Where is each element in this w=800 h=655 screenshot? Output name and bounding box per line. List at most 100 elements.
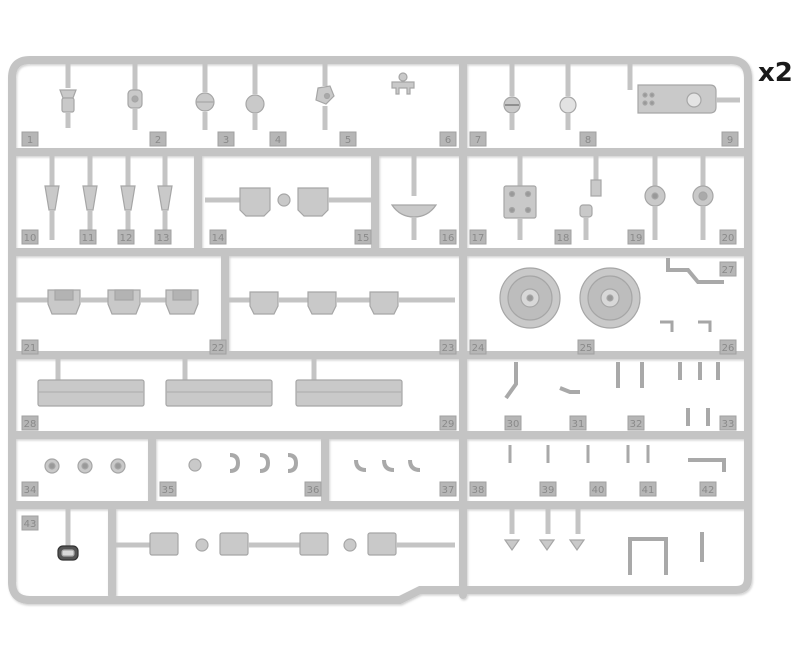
part-number-label: 2 (155, 135, 161, 146)
part-number-tab (269, 131, 287, 147)
part-number-label: 21 (24, 343, 37, 354)
part-number-label: 28 (24, 419, 37, 430)
part-number-tab (469, 481, 487, 497)
part-number-label: 27 (722, 265, 735, 276)
part-number-tab (577, 339, 595, 355)
part-number-tab (304, 481, 322, 497)
part-6 (391, 72, 415, 95)
part-12 (205, 187, 372, 217)
part-number-label: 22 (212, 343, 225, 354)
part-29 (188, 453, 299, 473)
part-number-label: 32 (630, 419, 643, 430)
part-16 (644, 155, 666, 240)
part-number-label: 8 (585, 135, 591, 146)
part-number-tab (439, 131, 457, 147)
part-number-tab (21, 339, 39, 355)
part-19 (228, 291, 455, 315)
part-number-label: 23 (442, 343, 455, 354)
part-22 (660, 320, 712, 332)
part-25 (504, 362, 580, 400)
sprue-frame (8, 56, 752, 604)
part-number-tab (21, 415, 39, 431)
part-33 (115, 532, 455, 556)
part-1 (59, 62, 77, 128)
part-number-label: 42 (702, 485, 715, 496)
part-number-tab (719, 229, 737, 245)
part-number-tab (149, 131, 167, 147)
part-2 (127, 62, 143, 130)
part-number-label: 16 (442, 233, 455, 244)
part-27 (686, 408, 710, 426)
part-number-tab (721, 131, 739, 147)
part-number-label: 18 (557, 233, 570, 244)
part-number-label: 39 (542, 485, 555, 496)
part-number-tab (627, 415, 645, 431)
part-24 (37, 358, 403, 407)
part-number-label: 25 (580, 343, 593, 354)
part-18 (15, 289, 199, 315)
part-17 (692, 155, 714, 240)
part-number-label: 3 (223, 135, 229, 146)
part-number-tab (354, 229, 372, 245)
part-number-tab (79, 229, 97, 245)
part-number-tab (699, 481, 717, 497)
part-number-label: 34 (24, 485, 37, 496)
part-number-tab (554, 229, 572, 245)
part-number-tab (154, 229, 172, 245)
part-30 (354, 459, 421, 472)
part-number-label: 4 (275, 135, 281, 146)
part-number-label: 10 (24, 233, 37, 244)
part-number-label: 29 (442, 419, 455, 430)
part-number-label: 6 (445, 135, 451, 146)
part-number-tab (469, 229, 487, 245)
part-number-label: 14 (212, 233, 225, 244)
part-32 (57, 508, 79, 561)
part-number-label: 24 (472, 343, 485, 354)
part-11-b (120, 155, 136, 240)
part-number-label: 12 (120, 233, 133, 244)
part-35 (628, 532, 704, 575)
part-number-tab (217, 131, 235, 147)
part-28 (44, 458, 126, 474)
part-number-tab (117, 229, 135, 245)
part-34 (503, 508, 586, 552)
part-number-label: 13 (157, 233, 170, 244)
part-number-label: 15 (357, 233, 370, 244)
part-15 (579, 155, 602, 240)
part-number-tab (439, 339, 457, 355)
part-number-tab (469, 131, 487, 147)
part-number-tab (589, 481, 607, 497)
part-number-label: 40 (592, 485, 605, 496)
part-11-a (82, 155, 98, 240)
part-number-label: 1 (27, 135, 33, 146)
part-number-tab (21, 131, 39, 147)
part-number-tab (469, 339, 487, 355)
part-14 (503, 155, 537, 240)
part-number-label: 19 (630, 233, 643, 244)
part-number-label: 5 (345, 135, 351, 146)
multiplier-label: x2 (758, 58, 793, 88)
part-number-tab (339, 131, 357, 147)
part-number-tab (21, 515, 39, 531)
part-number-label: 35 (162, 485, 175, 496)
part-number-tab (439, 229, 457, 245)
part-20 (499, 267, 561, 329)
part-11-c (157, 155, 173, 240)
part-number-label: 26 (722, 343, 735, 354)
part-number-tab (209, 339, 227, 355)
part-4 (245, 62, 265, 130)
part-number-tab (209, 229, 227, 245)
part-number-tab (719, 415, 737, 431)
part-number-tab (579, 131, 597, 147)
part-number-tab (639, 481, 657, 497)
part-10 (44, 155, 60, 240)
part-number-label: 7 (475, 135, 481, 146)
part-number-label: 37 (442, 485, 455, 496)
part-number-label: 41 (642, 485, 655, 496)
part-number-tab (439, 481, 457, 497)
part-number-label: 20 (722, 233, 735, 244)
part-number-label: 31 (572, 419, 585, 430)
part-8 (559, 62, 577, 130)
part-number-label: 38 (472, 485, 485, 496)
